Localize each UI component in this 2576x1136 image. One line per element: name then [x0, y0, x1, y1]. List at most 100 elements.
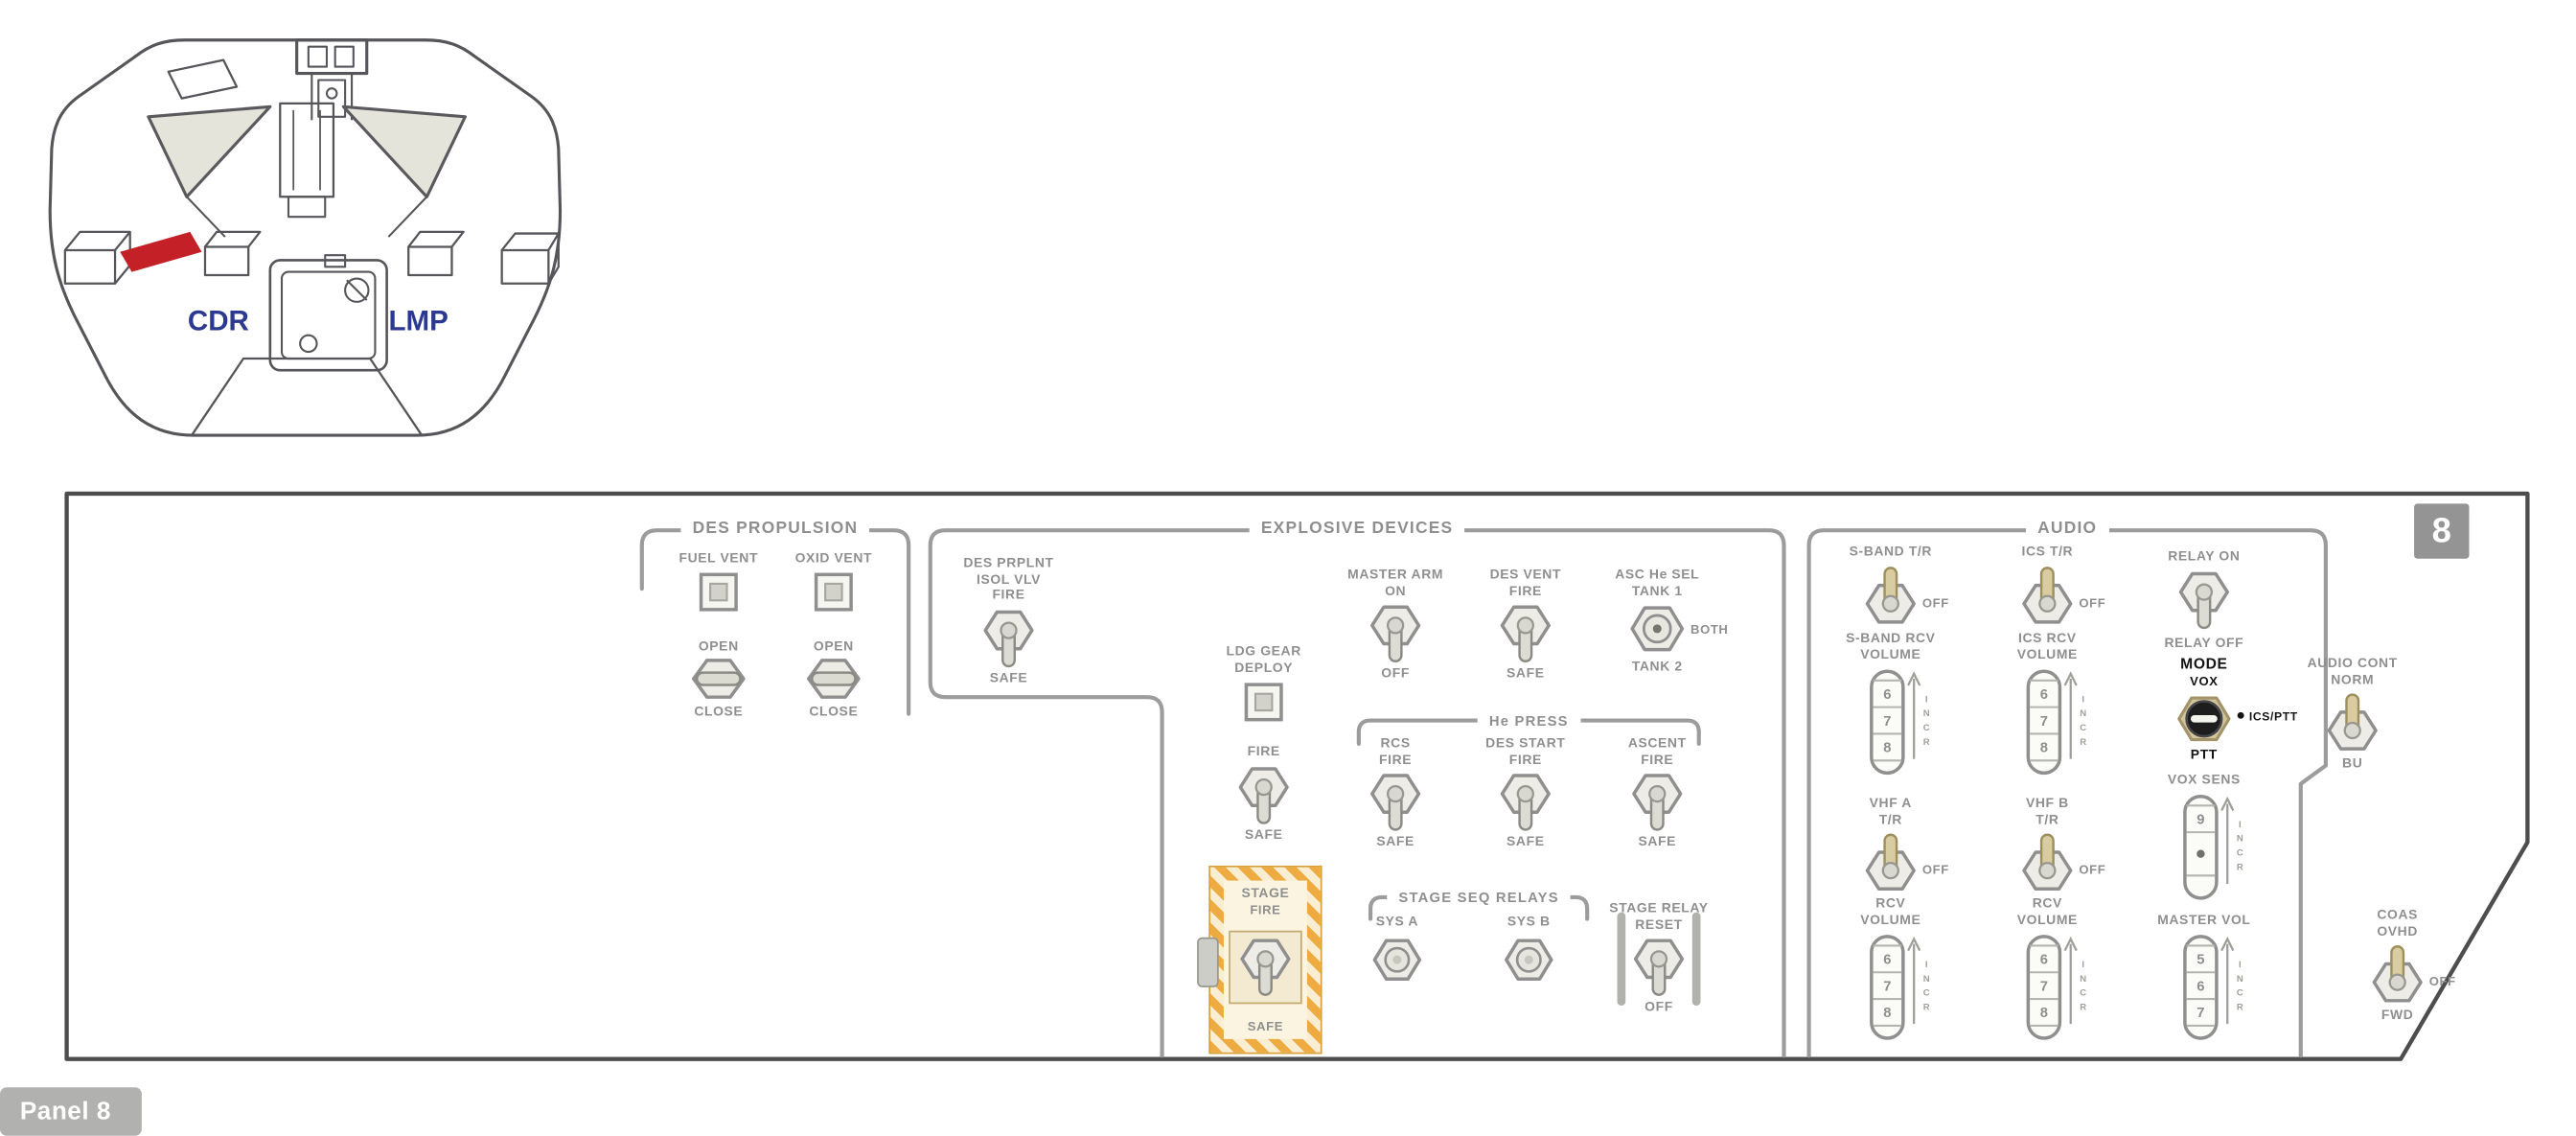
section-header-stage-seq-relays: STAGE SEQ RELAYS [1387, 889, 1572, 906]
audio-relay-label: RELAY OFF [2164, 635, 2244, 650]
des-start-he-press-toggle[interactable] [1499, 771, 1552, 834]
vhf-b-toggle[interactable]: OFF [2021, 831, 2105, 894]
vhf-a-toggle[interactable]: OFF [1864, 831, 1948, 894]
stage-switch-toggle[interactable] [1229, 931, 1302, 1005]
oxid-vent-bartoggle[interactable] [804, 658, 864, 701]
svg-text:C: C [1923, 722, 1930, 732]
ldg-gear-deploy-label: SAFE [1244, 826, 1283, 843]
stage-switch-guard-flap[interactable] [1197, 938, 1219, 988]
oxid-vent-talkback [814, 571, 854, 612]
stage-seq-sys-b-hexbtn[interactable] [1504, 937, 1553, 982]
ascent-he-press-label: ASCENT [1627, 735, 1687, 751]
panel-title-badge: Panel 8 [0, 1087, 142, 1136]
svg-text:R: R [2080, 736, 2086, 747]
des-start-he-press-label: SAFE [1506, 834, 1545, 849]
svg-text:R: R [1923, 736, 1930, 747]
cdr-window [147, 104, 272, 198]
s-band-tr-toggle[interactable]: OFF [1864, 563, 1948, 626]
svg-text:7: 7 [1883, 979, 1891, 994]
rcs-he-press-toggle[interactable] [1368, 771, 1422, 834]
coas-side-label: OFF [2428, 974, 2456, 989]
des-vent-label: FIRE [1508, 583, 1542, 598]
audio-relay-label: RELAY ON [2168, 548, 2241, 565]
svg-text:7: 7 [2040, 713, 2048, 729]
svg-text:R: R [2237, 862, 2243, 872]
volume-s-band-label: VOLUME [1860, 647, 1921, 662]
rcs-he-press-label: SAFE [1376, 834, 1414, 849]
oxid-vent-label: CLOSE [809, 704, 859, 720]
ics-tr-toggle[interactable]: OFF [2021, 563, 2105, 626]
panel-location-highlight [120, 231, 202, 272]
des-prplnt-isol-vlv-toggle[interactable] [982, 607, 1036, 670]
ldg-gear-deploy-label: DEPLOY [1234, 660, 1294, 675]
panel-8-outline [64, 491, 2530, 1061]
vhf-a-label: T/R [1878, 811, 1902, 827]
stage-relay-guard-bar [1617, 912, 1626, 1007]
cabin-outline [48, 38, 563, 437]
master-arm-label: OFF [1381, 665, 1410, 682]
master-arm-toggle[interactable] [1368, 602, 1422, 665]
s-band-tr-label: S-BAND RCV [1846, 629, 1936, 645]
fuel-vent-label: OPEN [698, 638, 739, 654]
des-start-he-press-label: FIRE [1508, 751, 1542, 767]
section-header-des-propulsion: DES PROPULSION [680, 519, 870, 539]
audio-cont-label: AUDIO CONT [2307, 655, 2398, 671]
asc-he-sel-side-label: BOTH [1690, 622, 1729, 638]
svg-text:6: 6 [1883, 686, 1891, 702]
stage-seq-sys-a-hexbtn[interactable] [1372, 937, 1422, 982]
audio-cont-toggle[interactable] [2326, 691, 2380, 754]
coas-toggle[interactable]: OFF [2371, 942, 2455, 1006]
svg-text:N: N [1923, 707, 1930, 718]
mode-selector-knob[interactable]: ICS/PTT [2175, 693, 2297, 743]
fuel-vent-label: FUEL VENT [678, 550, 759, 566]
fuel-vent-bartoggle[interactable] [688, 658, 748, 701]
svg-text:N: N [2080, 707, 2086, 718]
stage-seq-sys-b-label: SYS B [1506, 914, 1551, 930]
rcs-he-press-label: RCS [1380, 735, 1411, 751]
mode-selector-label: MODE [2180, 655, 2228, 673]
svg-text:R: R [2080, 1002, 2086, 1012]
asc-he-sel-selector[interactable]: BOTH [1629, 604, 1728, 654]
vhf-b-label: T/R [2036, 811, 2059, 827]
asc-he-sel-label: TANK 2 [1631, 659, 1683, 675]
svg-text:7: 7 [2196, 1006, 2204, 1021]
des-vent-label: DES VENT [1489, 567, 1562, 583]
svg-text:R: R [1923, 1002, 1930, 1012]
fuel-vent-talkback [699, 571, 739, 612]
svg-text:C: C [1923, 987, 1930, 998]
master-arm-label: MASTER ARM [1347, 567, 1444, 583]
vhf-a-side-label: OFF [1921, 862, 1949, 878]
ldg-gear-deploy-toggle[interactable] [1237, 763, 1291, 826]
stage-relay-guard-bar [1691, 912, 1701, 1007]
svg-text:I: I [1925, 694, 1928, 705]
rcs-he-press-label: FIRE [1379, 751, 1413, 767]
des-prplnt-isol-vlv-label: DES PRPLNT [963, 555, 1054, 570]
des-prplnt-isol-vlv-label: FIRE [992, 587, 1025, 603]
stage-relay-toggle[interactable] [1617, 912, 1701, 1007]
svg-text:I: I [1925, 959, 1928, 969]
des-vent-toggle[interactable] [1499, 602, 1552, 665]
audio-relay-toggle[interactable] [2177, 568, 2231, 632]
stage-relay-label: OFF [1644, 999, 1673, 1015]
ascent-he-press-toggle[interactable] [1630, 771, 1684, 834]
